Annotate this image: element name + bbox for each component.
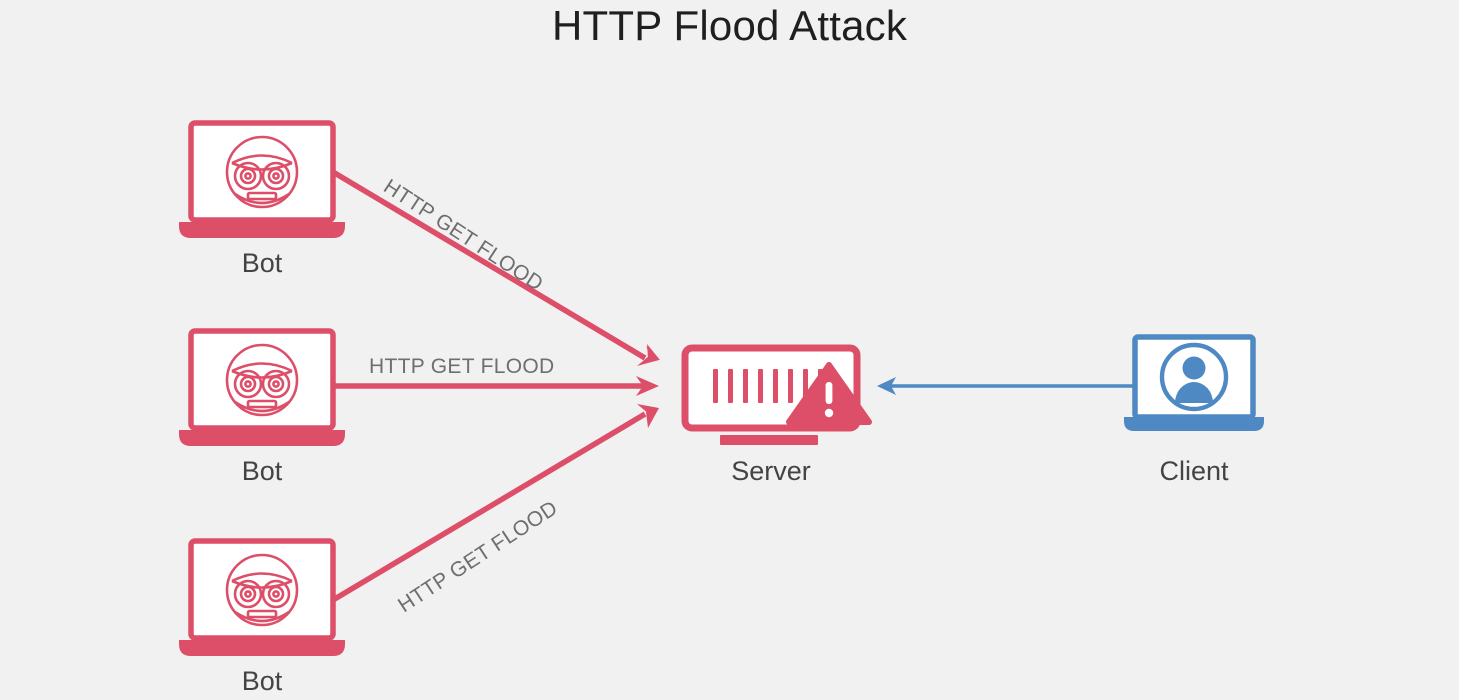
bot-face-icon	[225, 135, 299, 209]
laptop-screen-bezel	[188, 328, 336, 431]
bot-face-icon	[225, 553, 299, 627]
laptop-base	[179, 430, 345, 446]
node-label-bot-1: Bot	[241, 248, 283, 278]
user-avatar-icon	[1159, 342, 1229, 412]
flow-arrow-bot1-server	[331, 169, 660, 366]
node-label-bot-3: Bot	[241, 666, 283, 696]
flow-arrow-bot2-server	[333, 376, 659, 396]
laptop-base	[179, 640, 345, 656]
bot-face-icon	[225, 343, 299, 417]
laptop-base	[179, 222, 345, 238]
node-label-client: Client	[1159, 456, 1229, 486]
node-label-server: Server	[731, 456, 811, 486]
flow-arrow-bot3-server	[331, 404, 659, 603]
laptop-screen-bezel	[188, 120, 336, 223]
server-stand-base	[720, 435, 818, 445]
laptop-screen-bezel	[188, 538, 336, 641]
node-label-bot-2: Bot	[241, 456, 283, 486]
page-title: HTTP Flood Attack	[551, 2, 908, 49]
laptop-base	[1124, 417, 1264, 431]
flow-arrow-client-server	[877, 377, 1135, 395]
flow-label-bot2: HTTP GET FLOOD	[369, 355, 555, 378]
warning-triangle-icon	[786, 362, 872, 425]
